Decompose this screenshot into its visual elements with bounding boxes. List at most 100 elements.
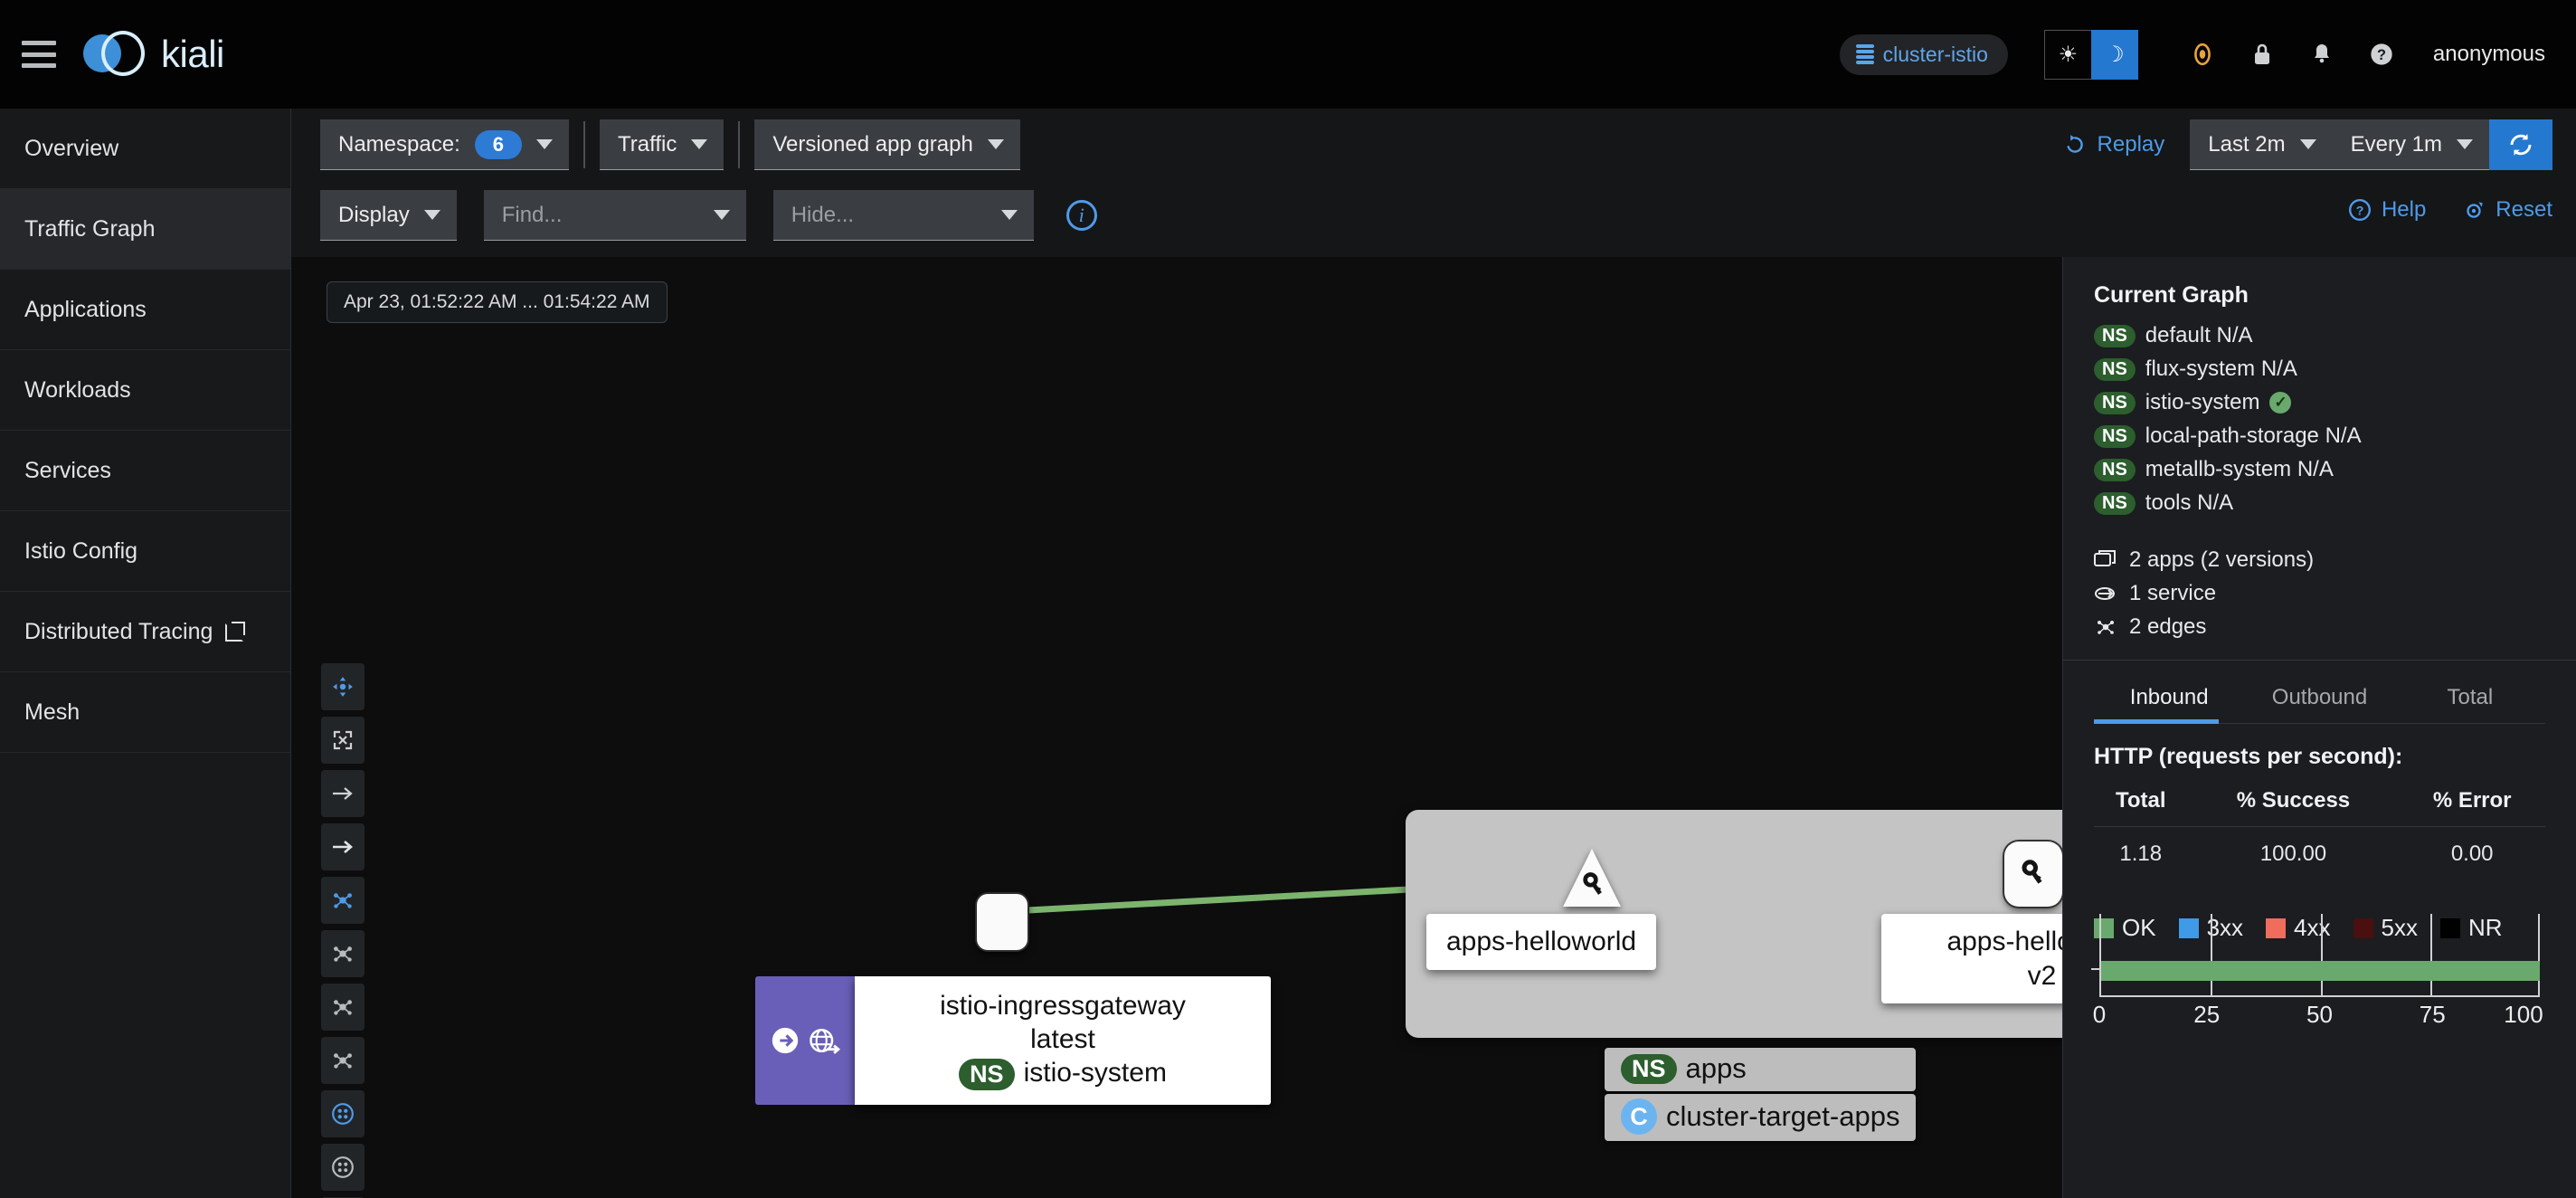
apps-icon bbox=[2094, 550, 2116, 566]
tab-inbound[interactable]: Inbound bbox=[2094, 677, 2244, 724]
node-label-apps-helloworld: apps-helloworld bbox=[1426, 914, 1657, 970]
chevron-down-icon bbox=[2299, 139, 2316, 149]
duration-select[interactable]: Last 2m bbox=[2190, 119, 2333, 170]
ns-name: metallb-system N/A bbox=[2145, 457, 2334, 481]
legend-ok: OK bbox=[2094, 914, 2156, 942]
chevron-down-icon bbox=[2457, 139, 2473, 149]
chart-legend: OK 3xx 4xx 5xx NR bbox=[2094, 914, 2545, 942]
cluster-chip[interactable]: cluster-istio bbox=[1839, 33, 2008, 75]
svg-text:?: ? bbox=[2356, 203, 2364, 217]
sidebar-item-distributed-tracing[interactable]: Distributed Tracing bbox=[0, 592, 290, 672]
gridline-100 bbox=[2538, 914, 2540, 995]
tab-total[interactable]: Total bbox=[2447, 685, 2494, 709]
panel-stat-service: 1 service bbox=[2094, 581, 2545, 606]
target-icon[interactable] bbox=[2173, 27, 2232, 81]
namespace-select[interactable]: Namespace: 6 bbox=[320, 119, 569, 170]
graph-canvas[interactable]: Apr 23, 01:52:22 AM ... 01:54:22 AM bbox=[291, 257, 2062, 1198]
health-check-icon: ✓ bbox=[2269, 392, 2292, 414]
cluster-box-active-icon[interactable] bbox=[321, 1090, 365, 1137]
sidebar-item-services[interactable]: Services bbox=[0, 431, 290, 511]
graph-toolbar: Namespace: 6 Traffic Versioned app graph… bbox=[291, 109, 2576, 257]
panel-namespace-row: NS default N/A bbox=[2094, 323, 2545, 348]
fit-screen-icon[interactable] bbox=[321, 717, 365, 764]
graph-type-select[interactable]: Versioned app graph bbox=[754, 119, 1020, 170]
info-icon[interactable]: i bbox=[1065, 200, 1097, 231]
refresh-interval-select[interactable]: Every 1m bbox=[2332, 119, 2489, 170]
refresh-interval-label: Every 1m bbox=[2350, 131, 2442, 157]
topology-icon-1[interactable] bbox=[321, 930, 365, 977]
node-label-apps-helloworld-v2: apps-helloworld v2 bbox=[1881, 914, 2062, 1003]
bell-icon[interactable] bbox=[2292, 27, 2352, 81]
ns-name: default N/A bbox=[2145, 323, 2253, 347]
sidebar-item-istio-config[interactable]: Istio Config bbox=[0, 511, 290, 592]
ns-badge: NS bbox=[959, 1058, 1015, 1091]
theme-toggle[interactable]: ☀ ☽ bbox=[2043, 29, 2138, 80]
ingressgateway-name: istio-ingressgateway bbox=[940, 991, 1186, 1021]
panel-namespace-row: NS metallb-system N/A bbox=[2094, 457, 2545, 482]
find-input[interactable]: Find... bbox=[483, 190, 746, 241]
graph-timestamp: Apr 23, 01:52:22 AM ... 01:54:22 AM bbox=[327, 281, 668, 323]
toolbar-divider bbox=[582, 121, 585, 168]
drag-pan-icon[interactable] bbox=[321, 663, 365, 710]
ns-badge: NS bbox=[2094, 424, 2136, 448]
hamburger-menu-icon[interactable] bbox=[22, 41, 56, 68]
panel-stat-apps: 2 apps (2 versions) bbox=[2094, 547, 2545, 573]
node-apps-helloworld-v2[interactable] bbox=[2004, 841, 2062, 907]
database-icon bbox=[1855, 43, 1874, 65]
arrow-right-alt-icon[interactable] bbox=[321, 823, 365, 870]
topology-active-icon[interactable] bbox=[321, 877, 365, 924]
bar-track bbox=[2101, 961, 2540, 981]
ingressgateway-badges bbox=[755, 976, 855, 1106]
service-node[interactable] bbox=[977, 894, 1028, 950]
display-label: Display bbox=[338, 202, 410, 227]
panel-title: Current Graph bbox=[2094, 282, 2249, 308]
stat-text: 2 apps (2 versions) bbox=[2129, 547, 2315, 572]
y-axis-tick bbox=[2091, 968, 2101, 970]
display-select[interactable]: Display bbox=[320, 190, 457, 241]
arrow-right-icon[interactable] bbox=[321, 770, 365, 817]
x-tick-50: 50 bbox=[2306, 1001, 2333, 1028]
help-button[interactable]: ? Help bbox=[2348, 197, 2426, 223]
user-name[interactable]: anonymous bbox=[2432, 42, 2545, 66]
reset-icon bbox=[2467, 202, 2484, 218]
chevron-down-icon bbox=[713, 210, 730, 220]
moon-icon[interactable]: ☽ bbox=[2090, 29, 2138, 80]
lock-icon[interactable] bbox=[2232, 27, 2292, 81]
sun-icon[interactable]: ☀ bbox=[2043, 29, 2091, 80]
cluster-box-icon[interactable] bbox=[321, 1144, 365, 1191]
summary-panel: Current Graph NS default N/A NS flux-sys… bbox=[2062, 257, 2576, 1198]
brand[interactable]: kiali bbox=[80, 29, 224, 80]
panel-stat-edges: 2 edges bbox=[2094, 614, 2545, 640]
ns-name: tools N/A bbox=[2145, 490, 2234, 515]
reset-button[interactable]: Reset bbox=[2462, 197, 2552, 223]
legend-5xx: 5xx bbox=[2353, 914, 2418, 942]
col-success: % Success bbox=[2187, 783, 2400, 827]
traffic-select[interactable]: Traffic bbox=[599, 119, 724, 170]
sidebar-item-workloads[interactable]: Workloads bbox=[0, 350, 290, 431]
edges-icon bbox=[2098, 621, 2114, 634]
node-apps-helloworld[interactable] bbox=[1563, 847, 1621, 907]
topology-icon-3[interactable] bbox=[321, 1037, 365, 1084]
hide-input[interactable]: Hide... bbox=[772, 190, 1034, 241]
sidebar-item-label: Traffic Graph bbox=[24, 215, 156, 242]
sidebar-item-applications[interactable]: Applications bbox=[0, 270, 290, 350]
refresh-button[interactable] bbox=[2489, 119, 2552, 170]
ns-badge: NS bbox=[2094, 491, 2136, 515]
help-circle-icon: ? bbox=[2348, 198, 2371, 222]
chart-plot-area bbox=[2091, 914, 2540, 997]
sidebar-item-traffic-graph[interactable]: Traffic Graph bbox=[0, 189, 290, 270]
gridline-25 bbox=[2211, 914, 2213, 995]
cell-success: 100.00 bbox=[2259, 841, 2327, 866]
replay-button[interactable]: Replay bbox=[2063, 132, 2164, 157]
help-icon[interactable]: ? bbox=[2352, 27, 2411, 81]
graph-tools bbox=[321, 663, 365, 1198]
sidebar-item-overview[interactable]: Overview bbox=[0, 109, 290, 189]
x-tick-25: 25 bbox=[2193, 1001, 2221, 1028]
topology-icon-2[interactable] bbox=[321, 984, 365, 1031]
sidebar-item-mesh[interactable]: Mesh bbox=[0, 672, 290, 753]
tab-outbound[interactable]: Outbound bbox=[2271, 685, 2368, 709]
reset-label: Reset bbox=[2496, 197, 2552, 222]
chevron-down-icon bbox=[691, 139, 708, 149]
